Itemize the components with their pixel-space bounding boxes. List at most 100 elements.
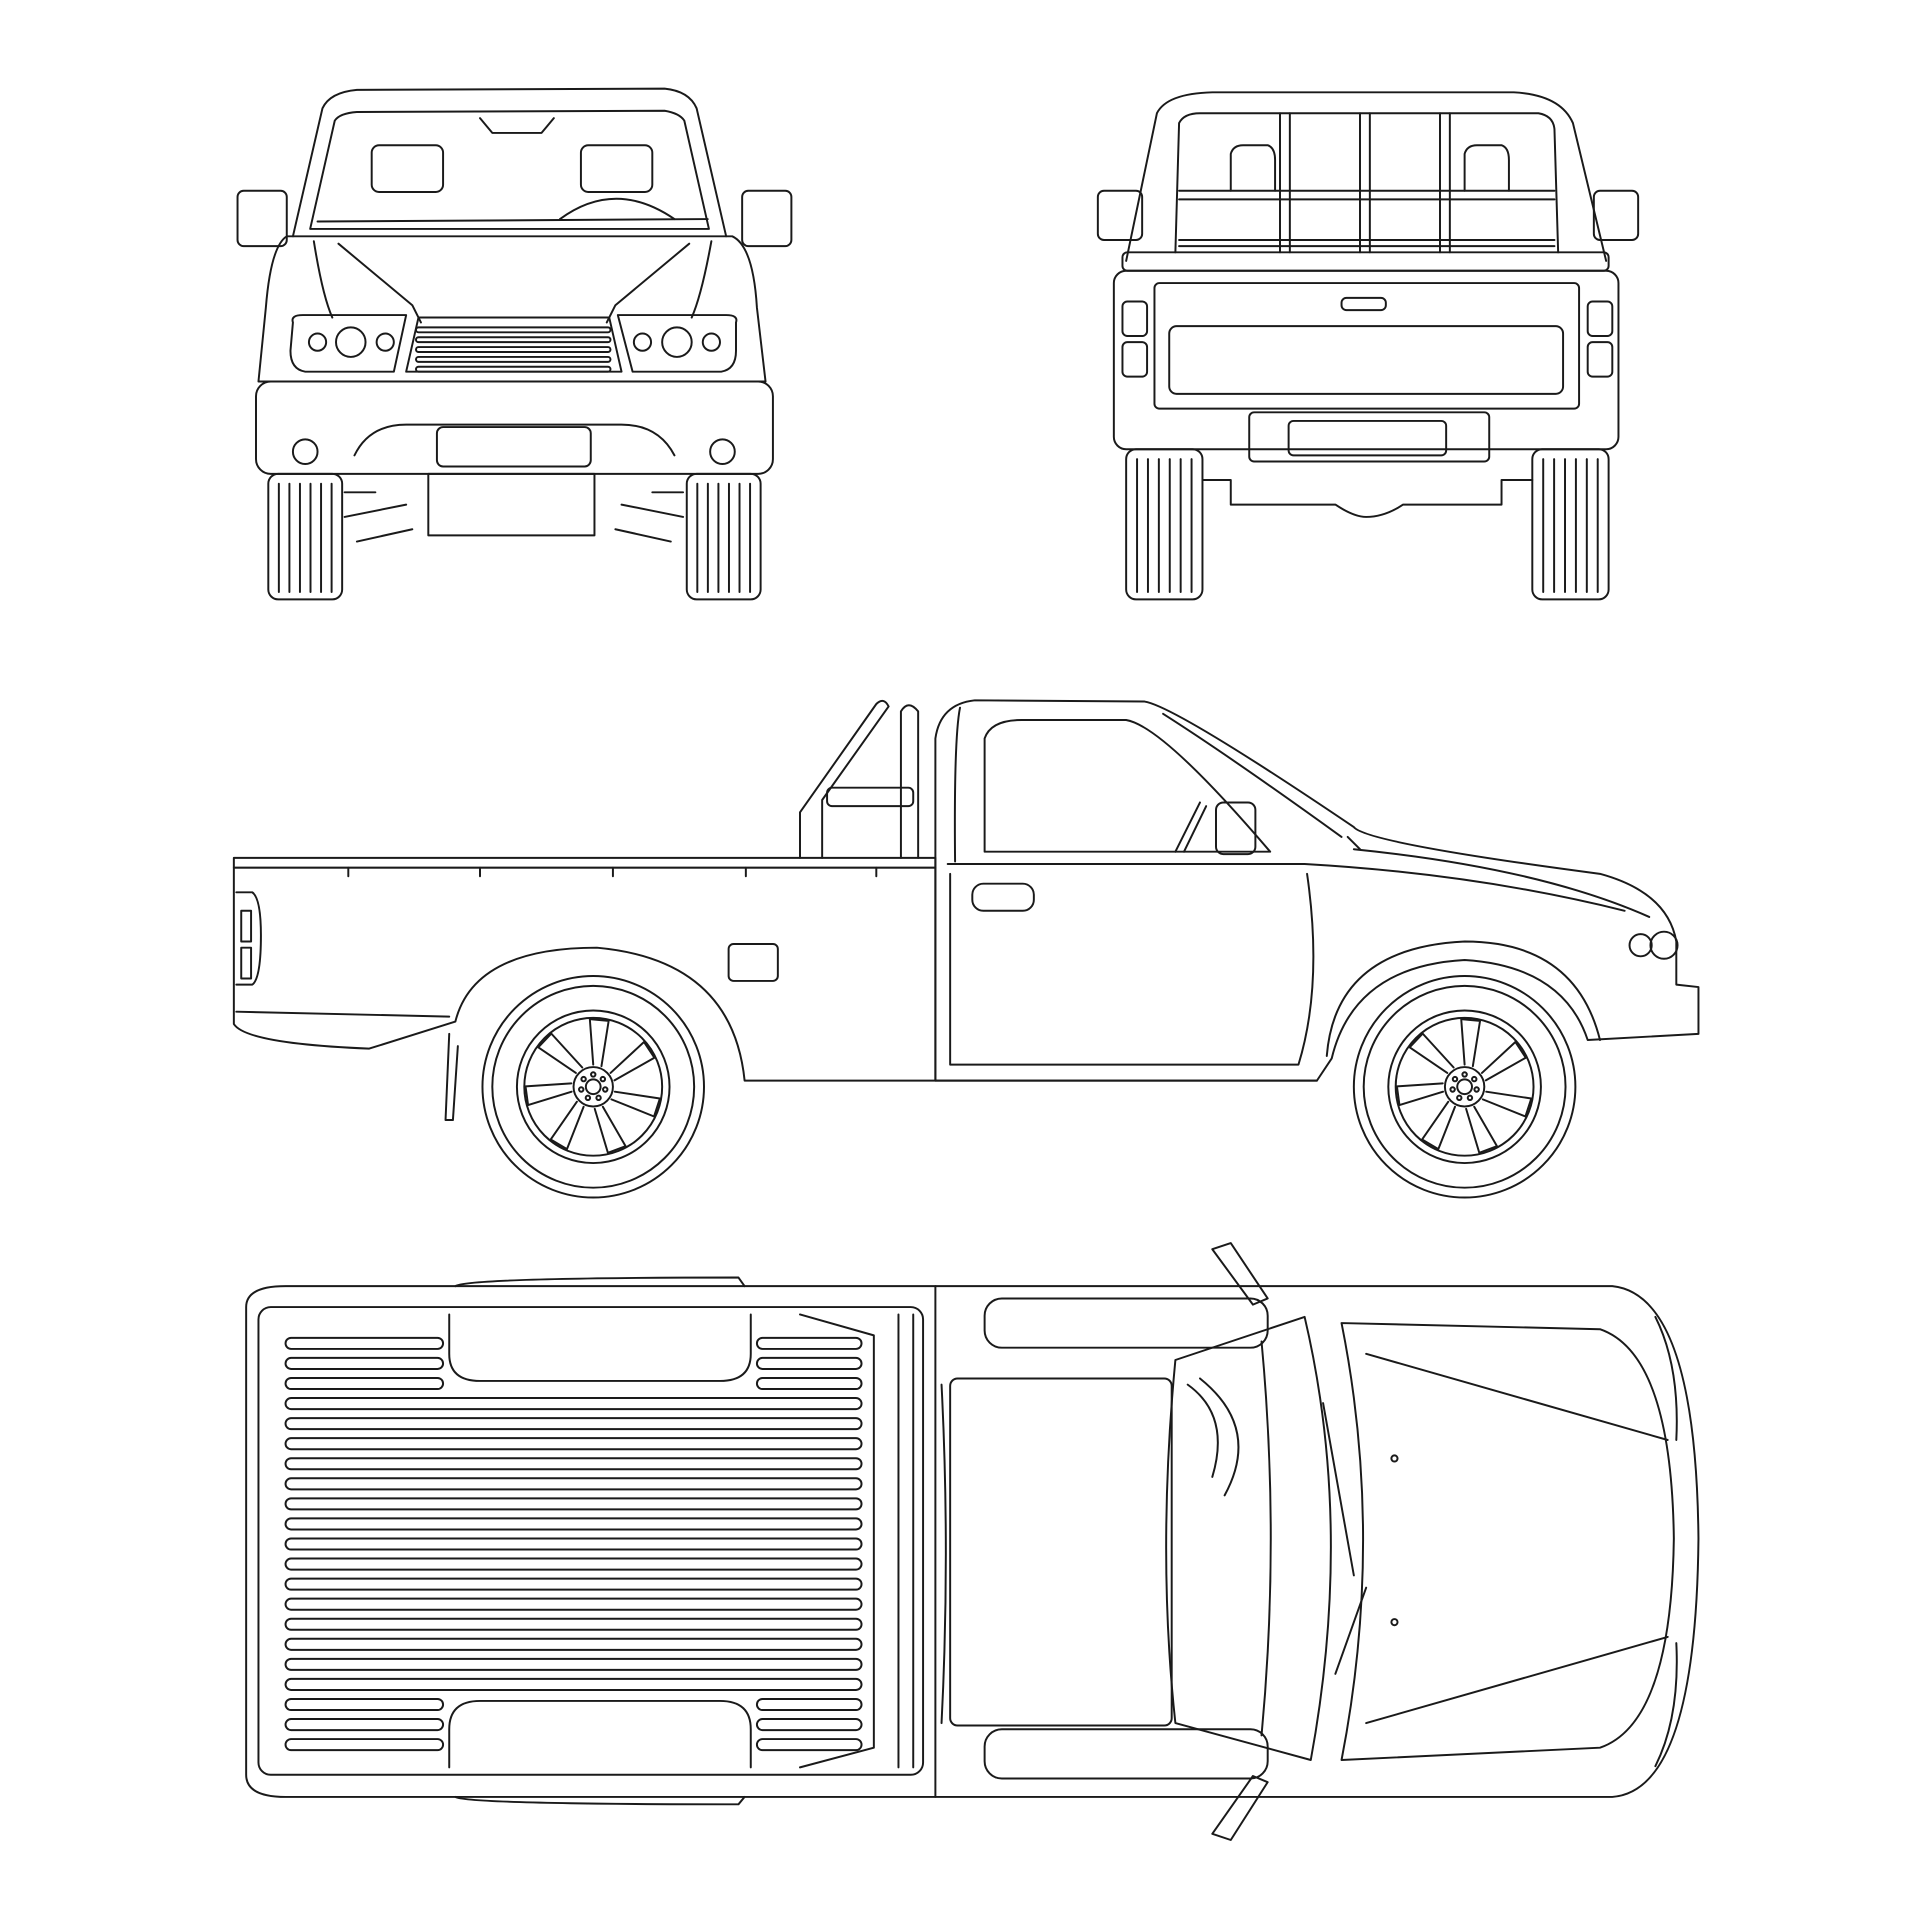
rear-tire-left xyxy=(1125,448,1204,601)
rear-tail-light-right-bottom xyxy=(1586,341,1614,378)
front-license-plate xyxy=(435,426,592,468)
top-roll-bar xyxy=(799,1313,915,1769)
wheel-hub xyxy=(1443,1066,1486,1108)
side-window xyxy=(983,719,1272,853)
bed-slat xyxy=(284,1356,445,1370)
rear-tire-right xyxy=(1531,448,1610,601)
wheel-lug-nut xyxy=(1451,1075,1459,1083)
side-headlight xyxy=(1649,930,1679,960)
wheel-ring xyxy=(481,975,705,1199)
front-bumper-intake xyxy=(353,423,676,457)
top-bed-slats xyxy=(284,1336,863,1752)
wheel-ring xyxy=(1394,1016,1535,1157)
bed-slat xyxy=(284,1577,863,1591)
side-front-wheel xyxy=(1352,975,1577,1199)
grille-bar xyxy=(415,336,612,344)
side-view xyxy=(232,699,1700,1199)
wheel-spoke xyxy=(609,1040,656,1082)
wheel-lug-nut xyxy=(1471,1075,1478,1083)
wheel-spoke xyxy=(524,1082,573,1107)
top-hood xyxy=(1340,1322,1675,1761)
front-hood-crease-right xyxy=(605,242,691,324)
top-wheelwell-left xyxy=(448,1313,752,1382)
bed-slat xyxy=(284,1617,863,1631)
front-lamp xyxy=(661,326,693,358)
wheel-spoke xyxy=(537,1032,584,1074)
bed-slat xyxy=(755,1376,863,1391)
rear-window xyxy=(1174,112,1560,254)
top-headlight-right xyxy=(1654,1642,1678,1768)
top-side-rails xyxy=(454,1276,746,1806)
front-lamp xyxy=(701,332,721,352)
rear-roll-bar xyxy=(1178,112,1556,254)
bed-slat xyxy=(284,1537,863,1551)
side-cab-body xyxy=(934,699,1700,1082)
wheel-lug-nut xyxy=(595,1094,602,1102)
top-view xyxy=(245,1242,1700,1841)
top-wiper xyxy=(1322,1402,1368,1675)
top-washer-nozzle xyxy=(1390,1618,1399,1627)
side-tail-light-detail xyxy=(240,909,253,980)
wheel-ring xyxy=(1387,1009,1542,1165)
bed-slat xyxy=(284,1597,863,1611)
bed-slat xyxy=(284,1738,445,1752)
side-bed-body xyxy=(232,866,937,1082)
top-steering-wheel xyxy=(1186,1377,1240,1497)
top-wheelwell-right xyxy=(448,1699,752,1769)
front-lower-vents xyxy=(343,491,685,543)
wheel-ring xyxy=(491,984,696,1189)
front-lamp xyxy=(375,332,395,352)
side-front-wheelarch xyxy=(1325,940,1601,1057)
wheel-lug-nut xyxy=(1466,1094,1474,1102)
bed-slat xyxy=(755,1336,863,1350)
front-steering-wheel xyxy=(559,197,676,221)
wheel-hub xyxy=(572,1066,614,1108)
tire-outline xyxy=(685,472,762,601)
top-dashboard xyxy=(1260,1340,1272,1737)
wheel-spoke xyxy=(1408,1032,1455,1074)
front-cab-outline xyxy=(291,87,728,238)
top-door-window-right xyxy=(983,1728,1269,1780)
tire-outline xyxy=(1531,448,1610,601)
top-door-window-left xyxy=(983,1297,1269,1349)
wheel-spoke xyxy=(593,1105,627,1154)
wheel-lug-nut xyxy=(580,1075,587,1083)
wheel-spoke xyxy=(1421,1100,1456,1151)
side-hood-line xyxy=(1346,835,1651,918)
tire-outline xyxy=(267,472,344,601)
side-roll-bar-brace xyxy=(826,786,915,808)
bed-slat xyxy=(284,1517,863,1531)
bed-slat xyxy=(755,1356,863,1370)
bed-slat xyxy=(284,1657,863,1671)
side-tail-light xyxy=(235,891,262,986)
front-headlight-right xyxy=(616,314,738,373)
wheel-spoke xyxy=(588,1018,610,1068)
bed-slat xyxy=(284,1637,863,1651)
tire-outline xyxy=(1125,448,1204,601)
bed-slat xyxy=(284,1718,445,1732)
front-headrest-right xyxy=(579,144,654,193)
top-washer-nozzle xyxy=(1390,1454,1399,1463)
top-rear-window xyxy=(940,1383,947,1725)
bed-slat xyxy=(284,1497,863,1511)
front-mirror-left xyxy=(236,189,288,248)
wheel-ring xyxy=(1352,975,1577,1199)
wheel-spoke xyxy=(1465,1105,1498,1154)
front-tire-left xyxy=(267,472,344,601)
front-mirror-line xyxy=(479,117,555,134)
side-rail-studs xyxy=(347,866,878,878)
rear-tailgate-handle xyxy=(1340,296,1387,312)
wheel-center-cap xyxy=(584,1078,602,1096)
side-bed-rail xyxy=(232,856,937,869)
rear-tailgate-inner xyxy=(1153,282,1581,410)
grille-bar xyxy=(415,355,612,363)
side-bed-line xyxy=(235,1010,451,1018)
front-lamp xyxy=(335,326,367,358)
rear-tail-light-left-top xyxy=(1121,300,1149,337)
wheel-spoke xyxy=(549,1100,585,1151)
bed-slat xyxy=(284,1376,445,1391)
wheel-lug-nut xyxy=(584,1094,592,1102)
front-body xyxy=(257,235,767,383)
wheel-ring xyxy=(523,1016,664,1157)
